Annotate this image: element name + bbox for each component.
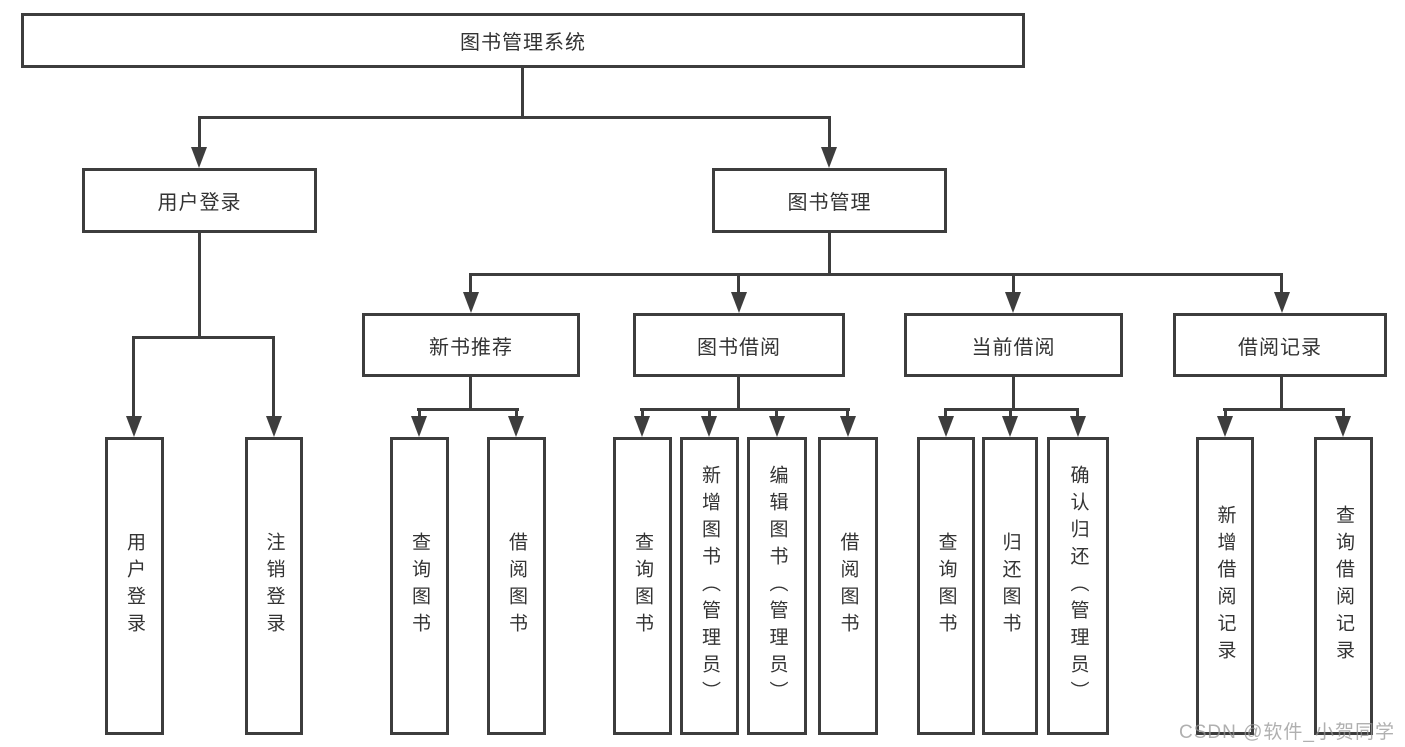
arrowhead-down bbox=[1274, 292, 1290, 313]
node-library-management-system: 图书管理系统 bbox=[21, 13, 1025, 68]
node-label: 用户登录 bbox=[157, 192, 242, 214]
connector bbox=[1223, 408, 1345, 411]
connector bbox=[1009, 408, 1012, 420]
node-book-management: 图书管理 bbox=[712, 168, 947, 233]
arrowhead-down bbox=[1335, 416, 1351, 437]
leaf-label: 查询借阅记录 bbox=[1333, 505, 1354, 667]
leaf-newbook-query-book: 查询图书 bbox=[390, 437, 449, 735]
connector bbox=[469, 377, 472, 411]
connector bbox=[198, 116, 831, 119]
connector bbox=[469, 273, 472, 295]
node-label: 图书管理系统 bbox=[460, 32, 586, 54]
arrowhead-down bbox=[1002, 416, 1018, 437]
connector bbox=[1342, 408, 1345, 420]
leaf-label: 确认归还（管理员） bbox=[1067, 464, 1089, 708]
connector bbox=[515, 408, 518, 420]
connector bbox=[417, 408, 519, 411]
leaf-user-login: 用户登录 bbox=[105, 437, 164, 735]
connector bbox=[132, 336, 135, 418]
connector bbox=[828, 116, 831, 149]
csdn-watermark: CSDN @软件_小贺同学 bbox=[1179, 722, 1395, 743]
leaf-borrow-borrow-book: 借阅图书 bbox=[818, 437, 878, 735]
arrowhead-down bbox=[266, 416, 282, 437]
node-user-login: 用户登录 bbox=[82, 168, 317, 233]
arrowhead-down bbox=[1217, 416, 1233, 437]
arrowhead-down bbox=[769, 416, 785, 437]
arrowhead-down bbox=[821, 147, 837, 168]
arrowhead-down bbox=[463, 292, 479, 313]
connector bbox=[1076, 408, 1079, 420]
connector bbox=[640, 408, 850, 411]
connector bbox=[737, 377, 740, 411]
connector bbox=[1280, 273, 1283, 295]
leaf-label: 用户登录 bbox=[124, 532, 145, 640]
arrowhead-down bbox=[731, 292, 747, 313]
node-label: 新书推荐 bbox=[429, 336, 513, 359]
leaf-label: 归还图书 bbox=[999, 532, 1021, 640]
leaf-borrow-query-book: 查询图书 bbox=[613, 437, 672, 735]
node-label: 图书借阅 bbox=[697, 336, 781, 359]
node-borrow-record: 借阅记录 bbox=[1173, 313, 1387, 377]
connector bbox=[708, 408, 711, 420]
leaf-edit-book-admin: 编辑图书（管理员） bbox=[747, 437, 807, 735]
leaf-label: 查询图书 bbox=[409, 532, 430, 640]
leaf-label: 新增图书（管理员） bbox=[699, 464, 720, 708]
connector bbox=[272, 336, 275, 418]
node-current-borrow: 当前借阅 bbox=[904, 313, 1123, 377]
leaf-add-book-admin: 新增图书（管理员） bbox=[680, 437, 739, 735]
leaf-current-query-book: 查询图书 bbox=[917, 437, 975, 735]
connector bbox=[1224, 408, 1227, 420]
connector bbox=[469, 273, 1282, 276]
arrowhead-down bbox=[411, 416, 427, 437]
node-new-book-recommend: 新书推荐 bbox=[362, 313, 580, 377]
connector bbox=[198, 233, 201, 339]
leaf-return-book: 归还图书 bbox=[982, 437, 1038, 735]
leaf-logout: 注销登录 bbox=[245, 437, 303, 735]
connector bbox=[944, 408, 947, 420]
connector bbox=[737, 273, 740, 295]
connector bbox=[418, 408, 421, 420]
node-label: 当前借阅 bbox=[971, 336, 1056, 359]
connector bbox=[846, 408, 849, 420]
leaf-newbook-borrow-book: 借阅图书 bbox=[487, 437, 546, 735]
connector bbox=[521, 68, 524, 118]
arrowhead-down bbox=[938, 416, 954, 437]
arrowhead-down bbox=[840, 416, 856, 437]
connector bbox=[1280, 377, 1283, 411]
arrowhead-down bbox=[191, 147, 207, 168]
arrowhead-down bbox=[508, 416, 524, 437]
connector bbox=[1012, 273, 1015, 295]
arrowhead-down bbox=[1005, 292, 1021, 313]
connector bbox=[1012, 377, 1015, 411]
connector bbox=[641, 408, 644, 420]
arrowhead-down bbox=[701, 416, 717, 437]
leaf-label: 借阅图书 bbox=[837, 532, 859, 640]
leaf-label: 查询图书 bbox=[935, 532, 957, 640]
arrowhead-down bbox=[1070, 416, 1086, 437]
leaf-add-borrow-record: 新增借阅记录 bbox=[1196, 437, 1254, 735]
leaf-confirm-return-admin: 确认归还（管理员） bbox=[1047, 437, 1109, 735]
arrowhead-down bbox=[126, 416, 142, 437]
node-label: 图书管理 bbox=[787, 192, 872, 214]
leaf-label: 查询图书 bbox=[632, 532, 653, 640]
leaf-label: 编辑图书（管理员） bbox=[766, 464, 788, 708]
leaf-label: 新增借阅记录 bbox=[1214, 505, 1236, 667]
connector bbox=[775, 408, 778, 420]
leaf-label: 注销登录 bbox=[263, 532, 285, 640]
node-label: 借阅记录 bbox=[1238, 336, 1322, 359]
connector bbox=[828, 233, 831, 276]
leaf-label: 借阅图书 bbox=[506, 532, 527, 640]
arrowhead-down bbox=[634, 416, 650, 437]
connector bbox=[132, 336, 275, 339]
connector bbox=[198, 116, 201, 149]
node-book-borrow: 图书借阅 bbox=[633, 313, 845, 377]
leaf-query-borrow-record: 查询借阅记录 bbox=[1314, 437, 1373, 735]
